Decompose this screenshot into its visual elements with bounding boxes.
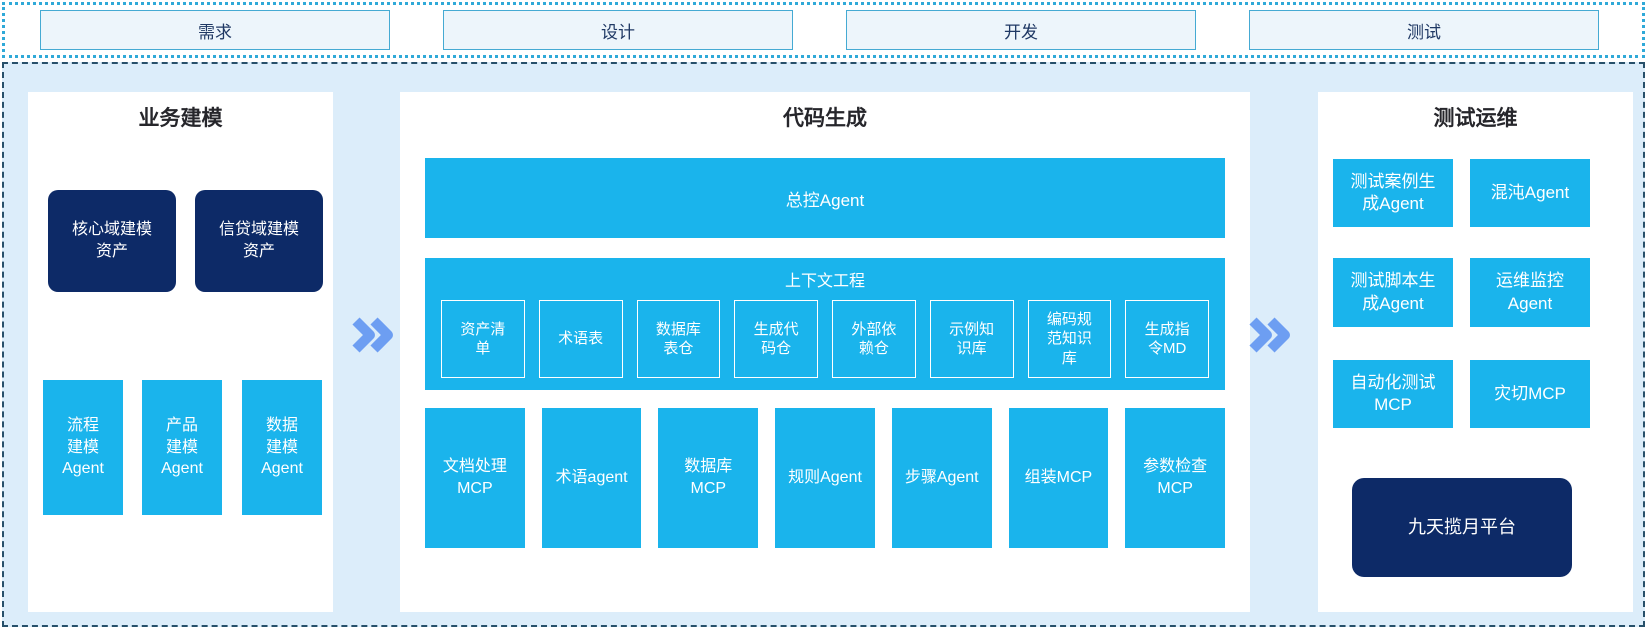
code-generation-tools-row: 文档处理 MCP 术语agent 数据库 MCP 规则Agent 步骤Agent… (425, 408, 1226, 548)
example-knowledge-base-box: 示例知 识库 (929, 300, 1014, 378)
double-chevron-right-icon (352, 317, 393, 353)
parameter-check-mcp-box: 参数检查 MCP (1125, 408, 1226, 548)
glossary-box: 术语表 (538, 300, 623, 378)
generation-instruction-md-box: 生成指 令MD (1125, 300, 1209, 378)
automated-testing-mcp-box: 自动化测试 MCP (1333, 360, 1453, 428)
stage-strip: 需求 设计 开发 测试 (2, 2, 1645, 58)
stage-label: 需求 (198, 22, 232, 42)
glossary-agent-box: 术语agent (541, 408, 642, 548)
test-script-generation-agent-box: 测试脚本生 成Agent (1333, 258, 1453, 327)
coding-standards-knowledge-base-box: 编码规 范知识 库 (1027, 300, 1112, 378)
process-modeling-agent-box: 流程 建模 Agent (43, 380, 123, 515)
document-processing-mcp-box: 文档处理 MCP (425, 408, 525, 548)
assembly-mcp-box: 组装MCP (1008, 408, 1109, 548)
panel-business-modeling: 业务建模 核心域建模 资产 信贷域建模 资产 流程 建模 Agent 产品 建模… (28, 92, 333, 612)
context-engineering-block: 上下文工程 资产清 单 术语表 数据库 表仓 生成代 码仓 外部依 赖仓 示例知… (425, 258, 1225, 390)
panel-title: 代码生成 (783, 107, 867, 130)
core-domain-modeling-assets-box: 核心域建模 资产 (48, 190, 176, 292)
context-engineering-title: 上下文工程 (784, 273, 865, 290)
jiutian-lanyue-platform-box: 九天揽月平台 (1352, 478, 1572, 577)
generated-code-repo-box: 生成代 码仓 (734, 300, 818, 378)
stage-label: 开发 (1004, 22, 1038, 42)
panel-test-operations: 测试运维 测试案例生 成Agent 混沌Agent 测试脚本生 成Agent 运… (1318, 92, 1633, 612)
external-dependency-repo-box: 外部依 赖仓 (832, 300, 916, 378)
stage-label: 测试 (1407, 22, 1441, 42)
credit-domain-modeling-assets-box: 信贷域建模 资产 (195, 190, 323, 292)
stage-testing: 测试 (1249, 10, 1599, 50)
context-items-row: 资产清 单 术语表 数据库 表仓 生成代 码仓 外部依 赖仓 示例知 识库 编码… (441, 300, 1209, 378)
test-case-generation-agent-box: 测试案例生 成Agent (1333, 159, 1453, 227)
disaster-switch-mcp-box: 灾切MCP (1470, 360, 1590, 428)
stage-development: 开发 (846, 10, 1196, 50)
panel-title: 测试运维 (1433, 107, 1518, 130)
product-modeling-agent-box: 产品 建模 Agent (142, 380, 222, 515)
database-table-repo-box: 数据库 表仓 (636, 300, 721, 378)
step-agent-box: 步骤Agent (891, 408, 992, 548)
data-modeling-agent-box: 数据 建模 Agent (242, 380, 322, 515)
rule-agent-box: 规则Agent (775, 408, 875, 548)
asset-list-box: 资产清 单 (441, 300, 525, 378)
panel-title: 业务建模 (138, 107, 223, 130)
stage-requirements: 需求 (40, 10, 390, 50)
master-control-agent-bar: 总控Agent (425, 158, 1225, 238)
stage-design: 设计 (443, 10, 793, 50)
chaos-agent-box: 混沌Agent (1470, 159, 1590, 227)
stage-label: 设计 (601, 22, 635, 42)
database-mcp-box: 数据库 MCP (658, 408, 759, 548)
panel-code-generation: 代码生成 总控Agent 上下文工程 资产清 单 术语表 数据库 表仓 生成代 … (400, 92, 1250, 612)
ops-monitoring-agent-box: 运维监控 Agent (1470, 258, 1590, 327)
double-chevron-right-icon (1249, 317, 1290, 353)
